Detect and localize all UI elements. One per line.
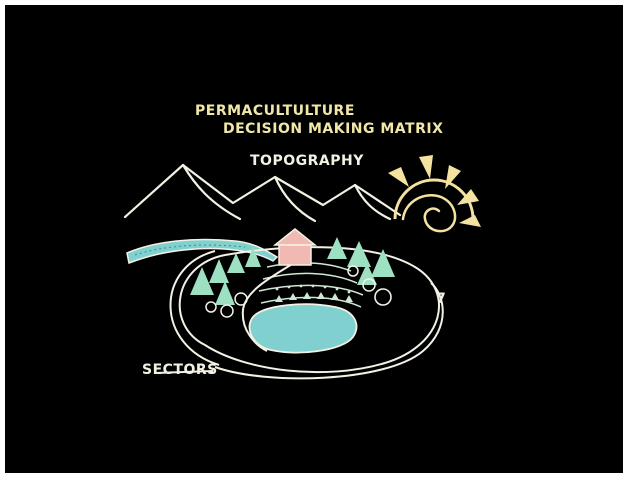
title-line-2: DECISION MAKING MATRIX [223,121,443,137]
title-line-1: PERMACULTULTURE [195,103,355,119]
chalkboard-illustration: PERMACULTULTURE DECISION MAKING MATRIX T… [5,5,623,473]
mountain-icon [125,165,400,221]
pond-icon [249,304,356,352]
house-icon [275,229,315,265]
sectors-label: SECTORS [142,362,218,378]
topography-label: TOPOGRAPHY [250,153,364,169]
marker-label: 7 [436,291,446,307]
sun-icon [388,155,481,231]
video-frame: PERMACULTULTURE DECISION MAKING MATRIX T… [5,5,623,473]
